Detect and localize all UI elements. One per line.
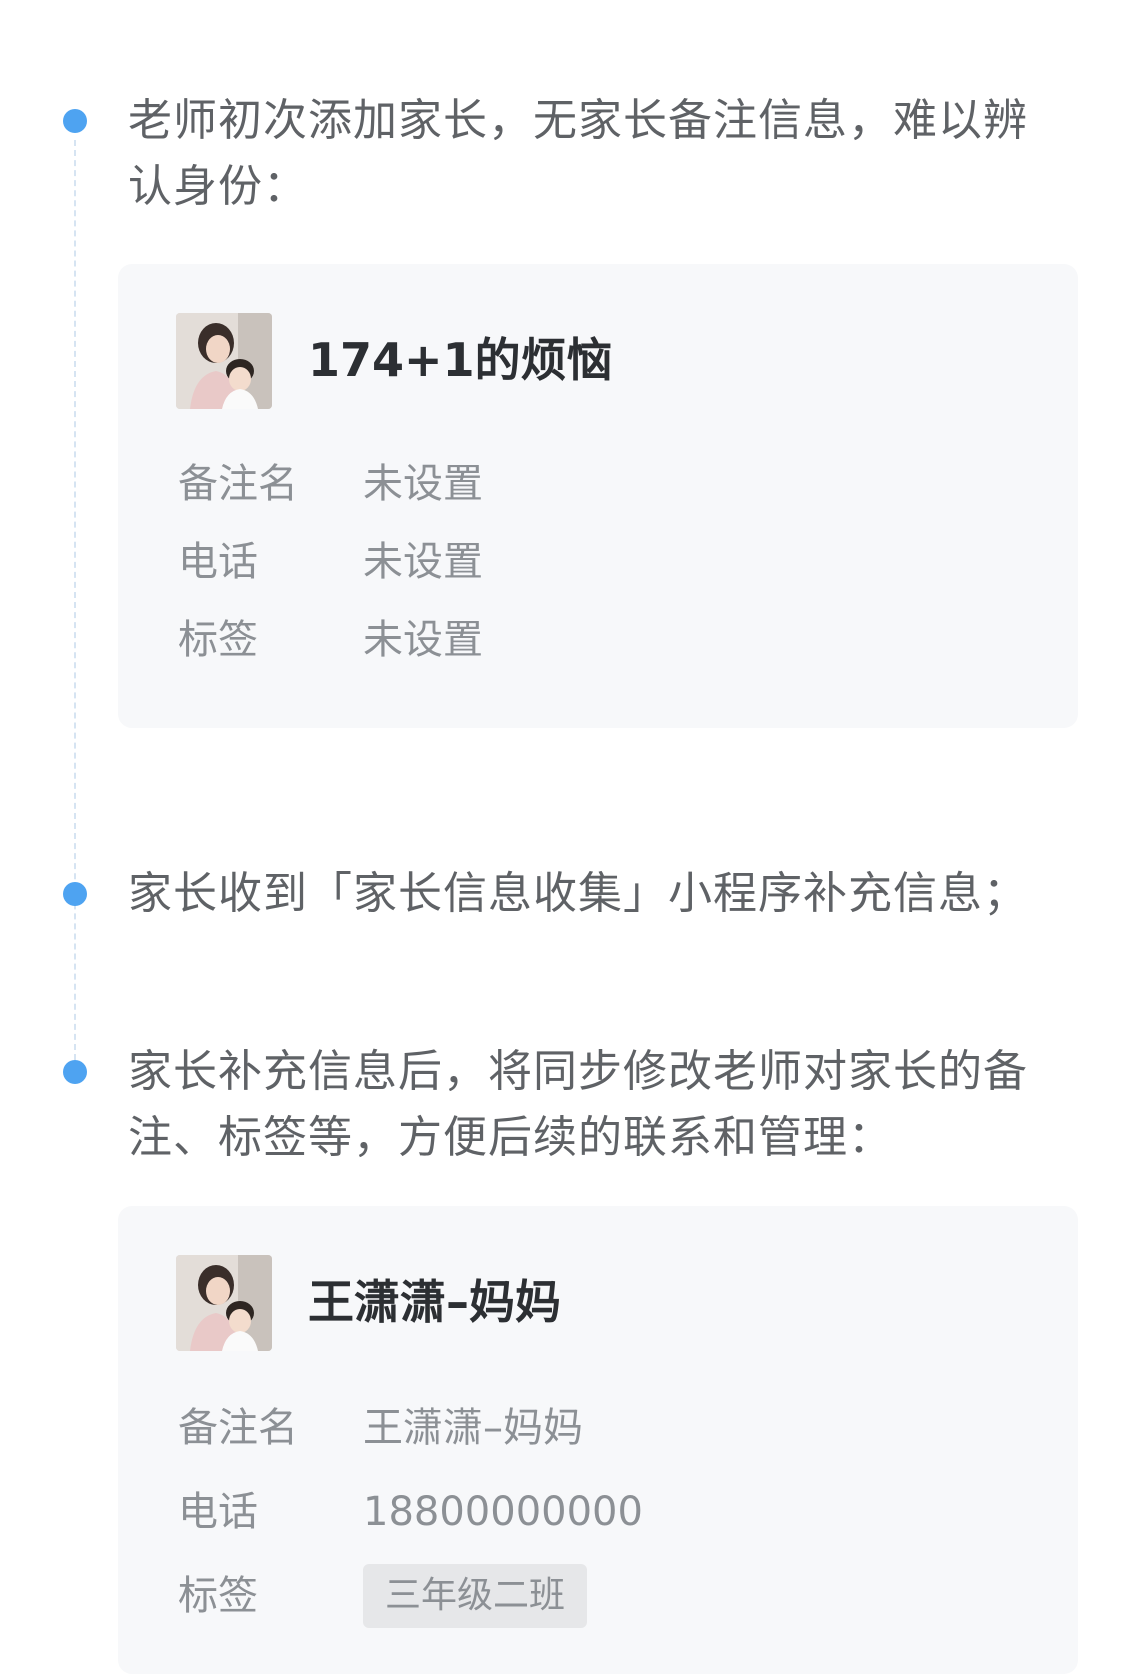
remark-value: 未设置 [363,461,483,507]
timeline-dot-step-1 [63,109,87,133]
phone-value: 18800000000 [363,1489,643,1535]
phone-value: 未设置 [363,539,483,585]
remark-label: 备注名 [178,461,298,507]
step-3-text: 家长补充信息后，将同步修改老师对家长的备注、标签等，方便后续的联系和管理： [128,1046,1028,1163]
contact-card-before: 174+1的烦恼 备注名 未设置 电话 未设置 标签 未设置 [118,264,1078,728]
avatar [176,313,272,409]
timeline-dot-step-3 [63,1060,87,1084]
tag-value: 未设置 [363,617,483,663]
remark-label: 备注名 [178,1405,298,1451]
class-tag-chip: 三年级二班 [363,1564,588,1628]
remark-value: 王潇潇–妈妈 [363,1405,583,1451]
timeline-connector [74,140,76,1060]
step-1-text: 老师初次添加家长，无家长备注信息，难以辨认身份： [128,95,1028,212]
contact-card-after: 王潇潇–妈妈 备注名 王潇潇–妈妈 电话 18800000000 标签 三年级二… [118,1206,1078,1674]
phone-label: 电话 [178,539,258,585]
contact-name: 174+1的烦恼 [308,333,613,387]
phone-label: 电话 [178,1489,258,1535]
tag-label: 标签 [178,617,258,663]
step-2-text: 家长收到「家长信息收集」小程序补充信息； [128,868,1028,919]
contact-name: 王潇潇–妈妈 [308,1275,561,1329]
tag-label: 标签 [178,1573,258,1619]
avatar [176,1255,272,1351]
parent-child-photo-icon [176,313,272,409]
timeline-dot-step-2 [63,882,87,906]
parent-child-photo-icon [176,1255,272,1351]
